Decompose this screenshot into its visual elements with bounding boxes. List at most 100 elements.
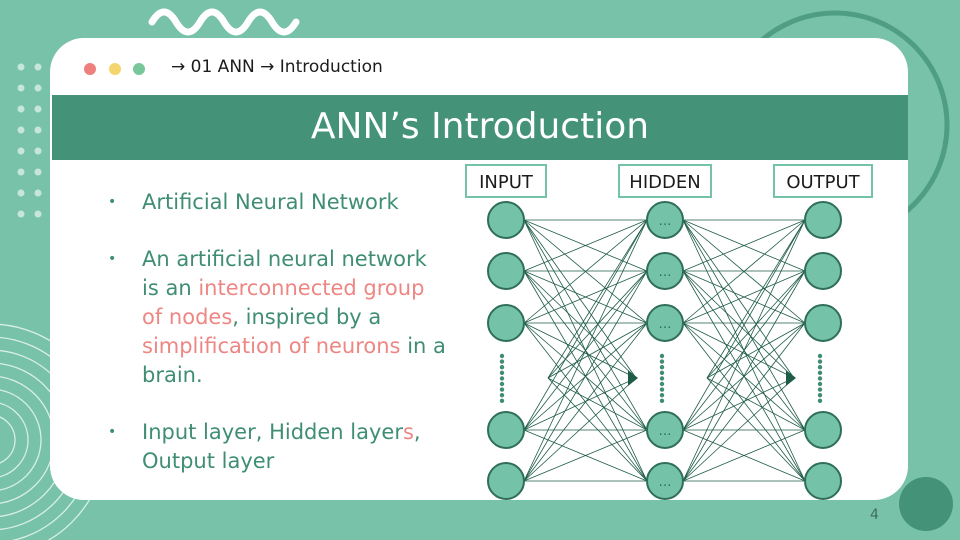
network-node xyxy=(487,411,525,449)
wave-decoration xyxy=(148,8,300,36)
ellipsis-dot xyxy=(659,387,665,392)
network-node xyxy=(646,252,684,290)
network-node xyxy=(646,201,684,239)
ellipsis-dot xyxy=(499,387,505,392)
highlight-text: interconnected group of nodes xyxy=(142,276,425,329)
connection-line xyxy=(682,219,795,379)
ellipsis-dot xyxy=(659,398,665,403)
network-node xyxy=(804,304,842,342)
ellipsis-dot xyxy=(499,398,505,403)
connection-line xyxy=(682,219,806,272)
connection-line xyxy=(523,219,648,431)
arrowhead xyxy=(786,370,796,386)
connection-line xyxy=(547,377,648,431)
layer-label-box xyxy=(773,164,873,198)
ellipsis-dot xyxy=(659,381,665,387)
network-node xyxy=(804,462,842,500)
connection-line xyxy=(682,219,806,324)
connection-line xyxy=(682,429,806,482)
network-connections xyxy=(523,219,806,482)
connection-line xyxy=(682,377,795,482)
connection-line xyxy=(547,219,648,379)
ellipsis-dot xyxy=(499,381,505,387)
ellipsis-dot xyxy=(817,393,823,398)
page-number: 4 xyxy=(870,507,879,523)
network-node xyxy=(804,201,842,239)
window-dot-yellow xyxy=(109,63,121,75)
connection-line xyxy=(682,219,806,431)
window-dot-green xyxy=(133,63,145,75)
ellipsis-dot xyxy=(817,359,823,364)
connection-line xyxy=(706,270,806,379)
connection-line xyxy=(682,270,795,379)
hidden-node-text: … xyxy=(659,317,672,332)
circle-decoration xyxy=(899,477,953,531)
ellipsis-dot xyxy=(817,381,823,387)
ellipsis-dot xyxy=(817,370,823,375)
dot-grid-decoration xyxy=(17,63,42,218)
ellipsis-dot xyxy=(499,359,505,364)
connection-line xyxy=(547,322,648,379)
bullet-text: , Output layer xyxy=(142,420,421,473)
connection-line xyxy=(682,219,806,482)
hidden-node-text: … xyxy=(659,475,672,490)
hidden-node-text: … xyxy=(659,214,672,229)
connection-line xyxy=(547,270,648,379)
network-node xyxy=(487,252,525,290)
connection-line xyxy=(682,377,795,431)
ellipsis-dot xyxy=(659,393,665,398)
connection-line xyxy=(523,377,637,482)
highlight-text: simplification of neurons xyxy=(142,334,401,358)
connection-line xyxy=(706,322,806,379)
bullet-list: Artificial Neural Network An artificial … xyxy=(108,188,448,504)
hidden-node-text: … xyxy=(659,424,672,439)
connection-line xyxy=(682,270,806,482)
connection-line xyxy=(706,219,806,379)
connection-line xyxy=(682,322,806,482)
connection-line xyxy=(523,377,637,431)
connection-line xyxy=(523,322,648,482)
slide-title: ANN’s Introduction xyxy=(310,106,650,147)
bullet-text: , inspired by a xyxy=(232,305,382,329)
connection-line xyxy=(523,219,648,482)
bullet-item: Artificial Neural Network xyxy=(108,188,448,217)
network-node xyxy=(487,201,525,239)
connection-line xyxy=(523,219,637,379)
layer-label: OUTPUT xyxy=(786,172,860,193)
network-node xyxy=(804,252,842,290)
connection-line xyxy=(706,377,806,431)
connection-line xyxy=(523,429,648,482)
title-band xyxy=(52,95,908,160)
connection-line xyxy=(706,377,806,482)
connection-line xyxy=(523,270,648,482)
network-node xyxy=(487,304,525,342)
ellipsis-dot xyxy=(659,365,665,370)
ellipsis-dot xyxy=(499,370,505,375)
network-node xyxy=(646,462,684,500)
connection-line xyxy=(682,270,806,324)
ellipsis-dot xyxy=(817,376,823,381)
ellipsis-dot xyxy=(817,387,823,392)
arrowhead xyxy=(628,370,638,386)
ellipsis-dot xyxy=(817,398,823,403)
window-dot-red xyxy=(84,63,96,75)
bullet-text: An artificial neural network is an xyxy=(142,247,427,300)
connection-line xyxy=(523,270,637,379)
layer-label-box xyxy=(465,164,547,198)
connection-line xyxy=(523,322,637,379)
ellipsis-dot xyxy=(499,353,505,359)
layer-label: INPUT xyxy=(479,172,534,193)
network-node xyxy=(646,304,684,342)
network-node xyxy=(804,411,842,449)
ellipsis-dot xyxy=(817,365,823,370)
bullet-text: Artificial Neural Network xyxy=(142,190,399,214)
ellipsis-dot xyxy=(499,365,505,370)
connection-line xyxy=(523,219,648,272)
bullet-text: in a brain. xyxy=(142,334,446,387)
ellipsis-dot xyxy=(659,370,665,375)
bullet-text: Input layer, Hidden layer xyxy=(142,420,403,444)
network-nodes: …………… xyxy=(487,201,842,500)
network-node xyxy=(646,411,684,449)
